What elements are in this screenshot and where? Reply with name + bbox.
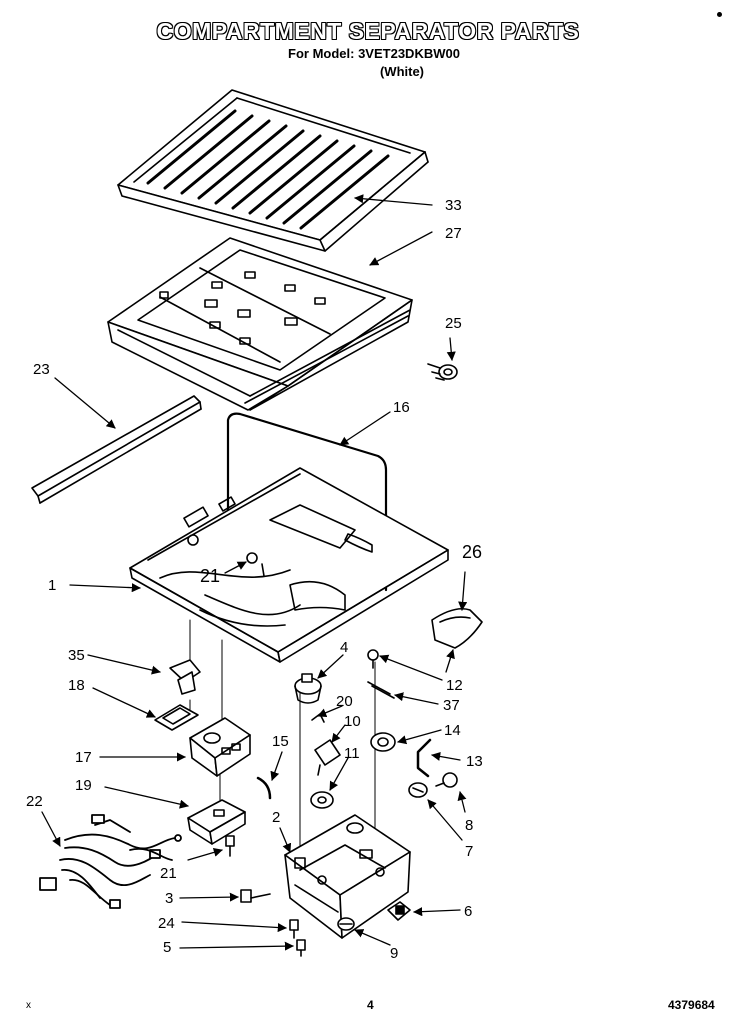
callout-27: 27 <box>445 225 462 242</box>
callout-7: 7 <box>465 843 473 860</box>
part-11-knob <box>310 791 334 809</box>
part-33-shelf-grille <box>117 89 429 252</box>
part-37-clip <box>367 681 395 699</box>
part-25-clip <box>427 363 458 381</box>
page-title: COMPARTMENT SEPARATOR PARTS <box>156 18 580 44</box>
part-1-separator-panel <box>129 467 449 663</box>
part-13-tube <box>416 738 432 778</box>
part-15-tube <box>256 776 272 800</box>
part-4-thermostat <box>294 673 322 704</box>
part-3-clip <box>240 889 271 903</box>
callout-17: 17 <box>75 749 92 766</box>
callout-2: 2 <box>272 809 280 826</box>
part-21-screw-lower <box>225 835 235 857</box>
callout-9: 9 <box>390 945 398 962</box>
callout-3: 3 <box>165 890 173 907</box>
part-2-base-housing <box>284 814 411 939</box>
part-19-cover <box>187 799 246 845</box>
color-line: (White) <box>379 64 425 79</box>
part-18-grille <box>154 704 199 731</box>
callout-37: 37 <box>443 697 460 714</box>
callout-13: 13 <box>466 753 483 770</box>
callout-12: 12 <box>446 677 463 694</box>
footer-corner-mark: x <box>26 1000 31 1011</box>
part-9-knob <box>337 917 355 931</box>
callout-15: 15 <box>272 733 289 750</box>
callout-21-upper: 21 <box>200 566 220 586</box>
corner-dot <box>717 12 722 17</box>
page-number: 4 <box>367 998 374 1012</box>
part-26-foam-block <box>431 607 483 649</box>
callout-16: 16 <box>393 399 410 416</box>
callout-5: 5 <box>163 939 171 956</box>
callout-26: 26 <box>462 542 482 562</box>
callout-19: 19 <box>75 777 92 794</box>
part-23-trim-strip <box>31 395 202 504</box>
part-10-switch <box>314 739 341 776</box>
callout-24: 24 <box>158 915 175 932</box>
part-17-control-housing <box>189 717 251 777</box>
callout-21-lower: 21 <box>160 865 177 882</box>
callout-18: 18 <box>68 677 85 694</box>
part-22-wire-harness <box>39 814 182 909</box>
callout-20: 20 <box>336 693 353 710</box>
part-21-screw-upper <box>246 552 265 577</box>
part-14-gear <box>370 732 396 752</box>
part-6-switch <box>387 901 411 921</box>
callout-14: 14 <box>444 722 461 739</box>
part-24-screw <box>289 919 299 939</box>
part-5-screw <box>296 939 306 957</box>
callout-6: 6 <box>464 903 472 920</box>
callout-25: 25 <box>445 315 462 332</box>
callout-10: 10 <box>344 713 361 730</box>
callout-1: 1 <box>48 577 56 594</box>
part-7-socket <box>408 782 428 798</box>
callout-35: 35 <box>68 647 85 664</box>
callout-8: 8 <box>465 817 473 834</box>
callout-4: 4 <box>340 639 348 656</box>
callout-33: 33 <box>445 197 462 214</box>
callout-labels: 33 27 25 23 16 26 1 21 35 4 12 18 37 20 … <box>26 197 483 962</box>
part-35-bracket <box>169 659 201 695</box>
callout-11: 11 <box>344 745 360 762</box>
part-number: 4379684 <box>668 998 715 1012</box>
part-8-bulb <box>435 772 458 788</box>
part-27-separator-frame <box>107 237 413 411</box>
part-12-screw <box>367 649 379 669</box>
alignment-lines <box>189 619 376 871</box>
model-line: For Model: 3VET23DKBW00 <box>288 46 460 61</box>
callout-23: 23 <box>33 361 50 378</box>
callout-22: 22 <box>26 793 43 810</box>
part-16-heater-wire <box>226 412 388 592</box>
part-20-clip <box>311 713 325 723</box>
leader-lines <box>41 194 468 951</box>
